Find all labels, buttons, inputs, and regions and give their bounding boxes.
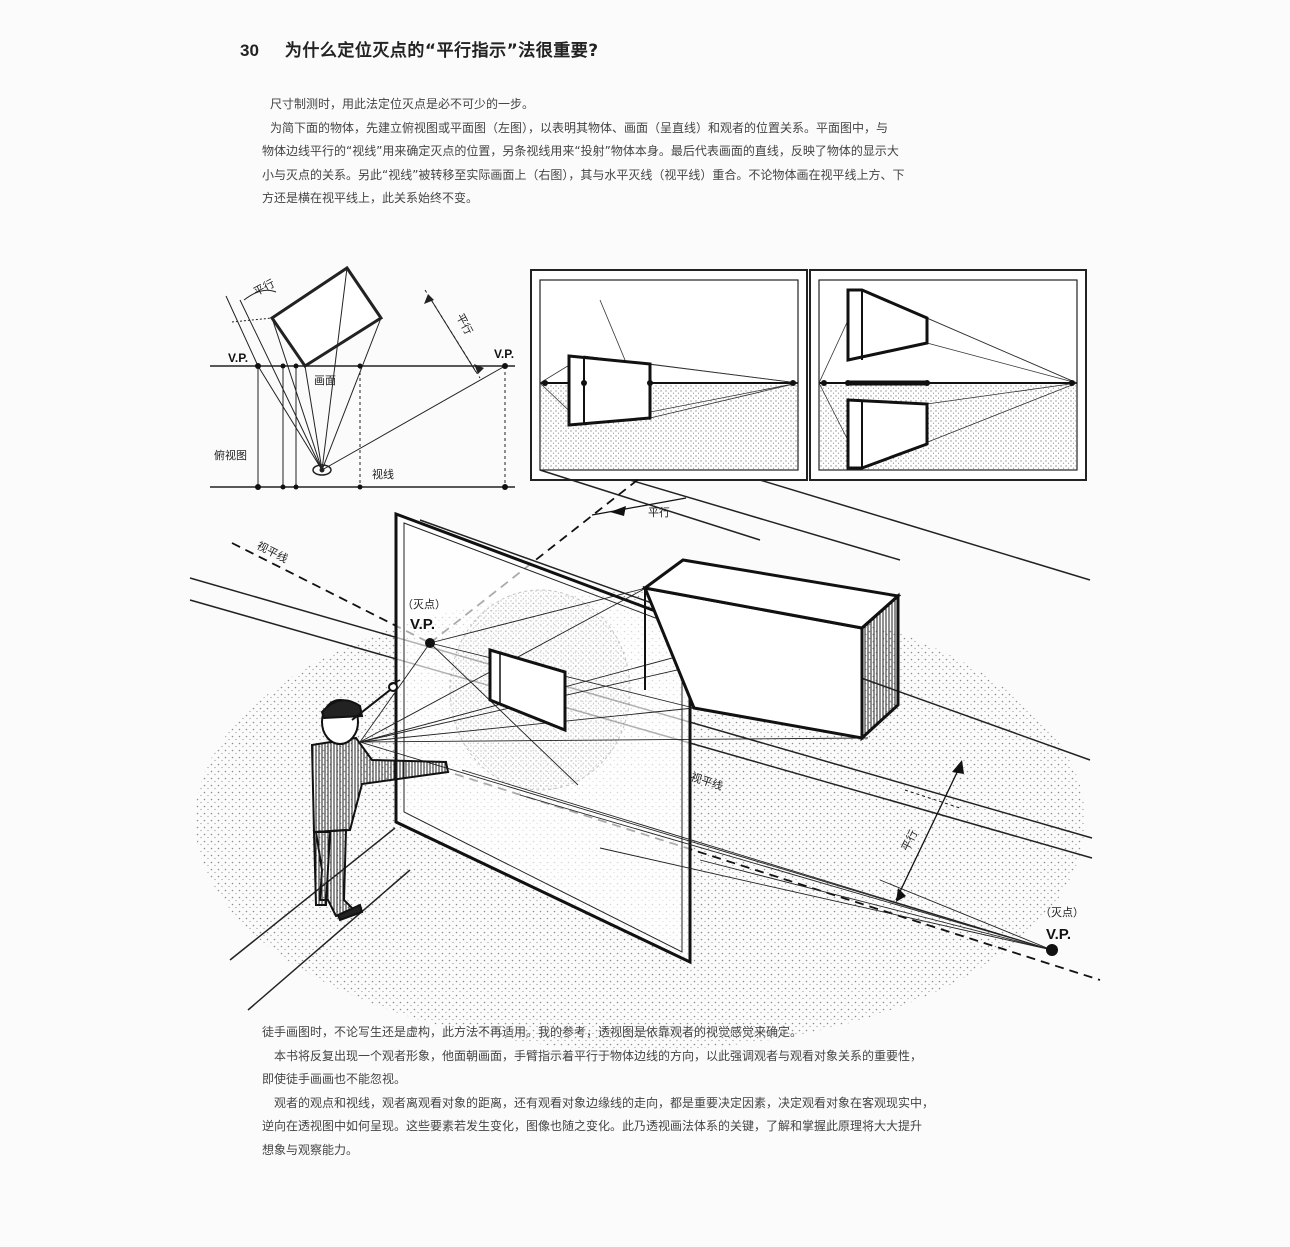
intro-line: 尺寸制测时，用此法定位灭点是必不可少的一步。 [270,97,535,111]
page-title: 为什么定位灭点的“平行指示”法很重要? [284,41,599,61]
label-vp-bottom: V.P. [1046,926,1071,943]
observer-figure [310,679,450,922]
outro-paragraph: 徒手画图时，不论写生还是虚构，此方法不再适用。我的参考，透视图是依靠观者的视觉感… [262,1021,1082,1162]
label-sight-line: 视线 [372,467,394,481]
label-vp-main: V.P. [410,616,435,633]
main-scene [189,469,1101,1050]
outro-line: 即使徒手画画也不能忽视。 [262,1072,407,1086]
plan-view-figure [210,265,515,490]
label-vp-right: V.P. [494,347,514,361]
intro-line: 物体边线平行的“视线”用来确定灭点的位置，另条视线用来“投射”物体本身。最后代表… [262,144,899,158]
page-header: 30 为什么定位灭点的“平行指示”法很重要? [240,36,599,62]
intro-line: 小与灭点的关系。另此“视线”被转移至实际画面上（右图），其与水平灭线（视平线）重… [262,167,905,182]
perspective-panel-right [809,269,1087,481]
label-vp-left: V.P. [228,351,248,365]
outro-line: 本书将反复出现一个观者形象，他面朝画面，手臂指示着平行于物体边线的方向，以此强调… [274,1048,923,1063]
label-parallel: 平行 [648,506,670,519]
label-plan-view: 俯视图 [214,448,247,462]
intro-line: 方还是横在视平线上，此关系始终不变。 [262,191,479,205]
label-vp-note: （灭点） [1040,906,1084,919]
label-vp-note: （灭点） [402,598,446,611]
label-horizon-line: 视平线 [255,538,291,565]
intro-paragraph: 尺寸制测时，用此法定位灭点是必不可少的一步。 为简下面的物体，先建立俯视图或平面… [262,93,1080,211]
label-picture-plane: 画面 [314,374,336,387]
outro-line: 想象与观察能力。 [262,1142,359,1157]
perspective-panel-left [530,269,808,481]
outro-line: 徒手画图时，不论写生还是虚构，此方法不再适用。我的参考，透视图是依靠观者的视觉感… [262,1025,803,1039]
intro-line: 为简下面的物体，先建立俯视图或平面图（左图），以表明其物体、画面（呈直线）和观者… [270,120,889,135]
label-parallel: 平行 [251,277,277,299]
outro-line: 观者的观点和视线，观者离观看对象的距离，还有观看对象边缘线的走向，都是重要决定因… [274,1095,935,1110]
label-parallel: 平行 [453,311,475,337]
page-number: 30 [240,41,259,60]
outro-line: 逆向在透视图中如何呈现。这些要素若发生变化，图像也随之变化。此乃透视画法体系的关… [262,1119,923,1133]
